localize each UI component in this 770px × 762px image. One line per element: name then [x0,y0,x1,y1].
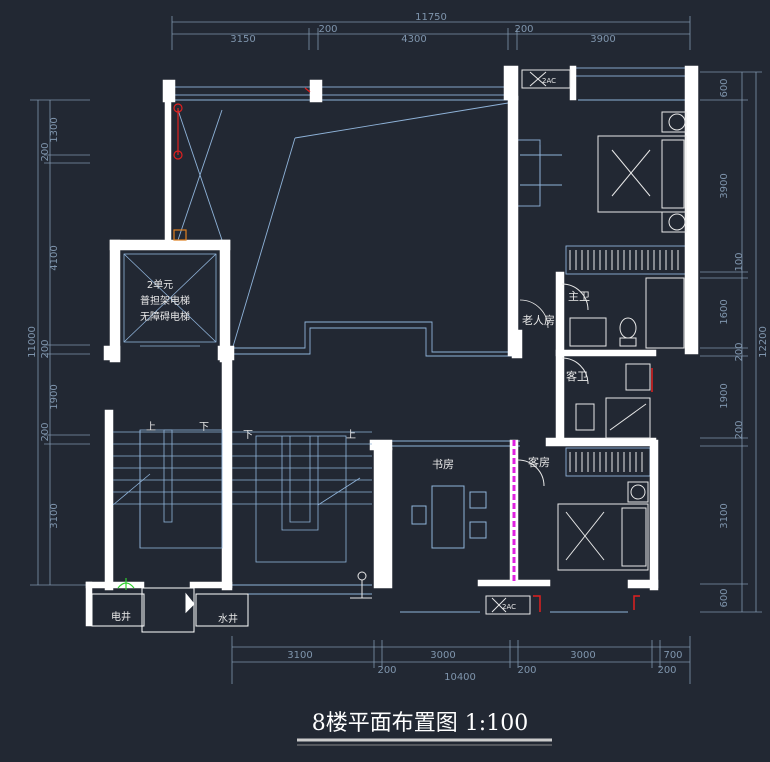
elec-shaft-label: 电井 [111,610,131,623]
dim-top-3: 4300 [401,34,426,45]
guest-bath-label: 客卫 [566,369,588,383]
red-pipe-bottom [533,595,541,612]
ac-top-label: 2AC [542,77,556,85]
top-dimension-chain [171,16,691,50]
stair-right [232,431,372,563]
dim-top-total: 11750 [415,12,447,23]
dim-right-9: 600 [719,588,730,607]
guest-wardrobe-hatch [569,452,643,472]
dim-right-7: 200 [734,420,745,439]
stair-left-up-label: 上 [146,421,156,433]
elevator-label-1: 2单元 [147,279,173,291]
elder-room-label: 老人房 [522,314,555,327]
shaft-boxes [91,587,249,633]
dim-left-total: 11000 [27,326,38,358]
hydrant-symbol [350,571,372,599]
dim-right-3: 100 [734,252,745,271]
dim-right-2: 3900 [719,173,730,198]
stair-left [112,429,223,549]
walls [85,65,699,627]
dim-right-1: 600 [719,78,730,97]
orange-symbol [173,229,187,241]
study-desk [411,485,487,549]
dim-left-2: 200 [40,142,51,161]
dim-bottom-total: 10400 [444,672,476,683]
right-dimension-chain [700,71,762,613]
dim-bottom-7: 700 [663,650,682,661]
guest-bed [517,459,649,571]
elevator-label-3: 无障碍电梯 [140,310,190,323]
dim-right-6: 1900 [719,383,730,408]
ac-bottom-label: 2AC [502,603,516,611]
dim-top-4: 200 [514,24,533,35]
dim-left-4: 200 [40,339,51,358]
stair-right-up-label: 上 [346,429,356,441]
elevator-label-2: 普担架电梯 [140,294,190,307]
dim-left-7: 3100 [49,503,60,528]
stair-right-down-label: 下 [243,430,253,441]
master-bath-label: 主卫 [568,290,590,303]
dim-top-2: 200 [318,24,337,35]
ac-unit-top [521,69,571,89]
dim-left-1: 1300 [49,117,60,142]
dim-top-1: 3150 [230,34,255,45]
dim-left-5: 1900 [49,384,60,409]
left-dimension-chain [30,99,90,586]
stair-left-down-label: 下 [199,422,209,433]
drawing-title: 8楼平面布置图 1:100 [312,711,528,736]
dim-bottom-4: 200 [517,665,536,676]
dim-bottom-6: 200 [657,665,676,676]
elder-room-door-swing [519,299,549,329]
dim-bottom-1: 3100 [287,650,312,661]
green-symbol [117,578,135,590]
dim-left-3: 4100 [49,245,60,270]
study-label: 书房 [432,458,454,471]
dim-bottom-2: 200 [377,665,396,676]
water-shaft-label: 水井 [218,612,238,625]
dim-bottom-5: 3000 [570,650,595,661]
bottom-dimension-chain [231,636,691,684]
dim-left-6: 200 [40,422,51,441]
master-wardrobe-hatch [569,250,679,270]
master-bath-fixtures [561,277,685,349]
dim-right-total: 12200 [758,326,769,358]
master-bed [597,111,687,233]
red-pipe-left [173,87,311,160]
dim-right-5: 200 [734,342,745,361]
red-pipe-right [633,595,640,610]
ac-unit-bottom [485,595,531,615]
dim-top-5: 3900 [590,34,615,45]
dim-right-8: 3100 [719,503,730,528]
guest-room-label: 客房 [528,455,550,469]
guest-bath-fixtures [561,357,651,439]
elevator-shaft [123,253,217,347]
dim-bottom-3: 3000 [430,650,455,661]
dim-right-4: 1600 [719,299,730,324]
outline-lines [169,67,689,613]
